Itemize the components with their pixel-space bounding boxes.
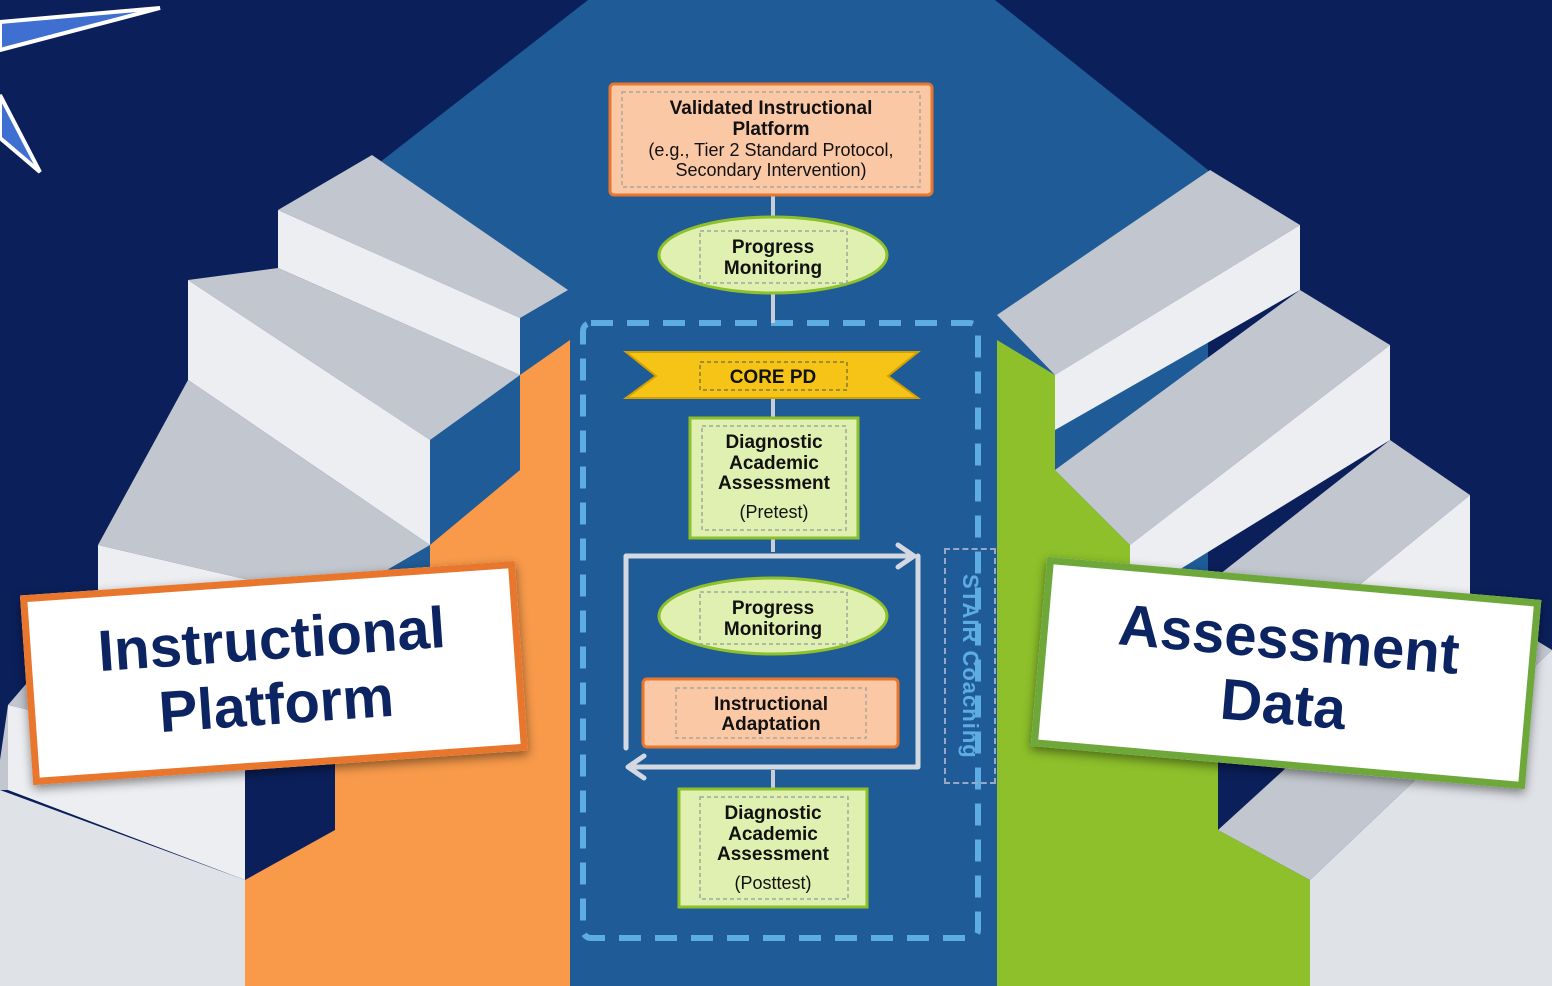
posttest-line-1: Diagnostic — [724, 803, 822, 824]
posttest-line-2: Academic — [728, 824, 818, 845]
adaptation-line-2: Adaptation — [721, 714, 820, 735]
stair-coaching-label-box: STAIR Coaching — [944, 548, 996, 784]
progress-monitoring-top: Progress Monitoring — [657, 215, 889, 295]
pretest-note: (Pretest) — [739, 502, 808, 522]
instructional-adaptation-box: Instructional Adaptation — [641, 677, 900, 749]
posttest-line-3: Assessment — [717, 844, 830, 865]
validated-platform-title-1: Validated Instructional — [670, 98, 873, 119]
adaptation-line-1: Instructional — [714, 694, 828, 715]
progress-monitoring-top-1: Progress — [732, 237, 814, 258]
adaptation-loop-arrows — [623, 542, 921, 781]
validated-platform-title-2: Platform — [732, 119, 809, 140]
progress-monitoring-loop-2: Monitoring — [724, 619, 822, 640]
diagnostic-posttest-box: Diagnostic Academic Assessment (Posttest… — [677, 787, 869, 909]
instructional-platform-sign: Instructional Platform — [19, 560, 529, 786]
progress-monitoring-loop: Progress Monitoring — [657, 576, 889, 656]
pretest-line-2: Academic — [729, 453, 819, 474]
coaching-frame — [580, 320, 981, 941]
core-pd-banner: CORE PD — [622, 351, 922, 399]
progress-monitoring-loop-1: Progress — [732, 598, 814, 619]
validated-platform-sub-2: Secondary Intervention) — [675, 160, 866, 180]
star-decoration — [0, 6, 161, 174]
stair-coaching-label: STAIR Coaching — [958, 573, 983, 759]
posttest-note: (Posttest) — [734, 873, 811, 893]
validated-platform-sub-1: (e.g., Tier 2 Standard Protocol, — [648, 140, 893, 160]
core-pd-label: CORE PD — [730, 367, 817, 388]
pretest-line-3: Assessment — [718, 473, 831, 494]
pretest-line-1: Diagnostic — [725, 432, 823, 453]
progress-monitoring-top-2: Monitoring — [724, 258, 822, 279]
validated-platform-box: Validated Instructional Platform (e.g., … — [608, 82, 934, 197]
diagnostic-pretest-box: Diagnostic Academic Assessment (Pretest) — [688, 416, 860, 540]
